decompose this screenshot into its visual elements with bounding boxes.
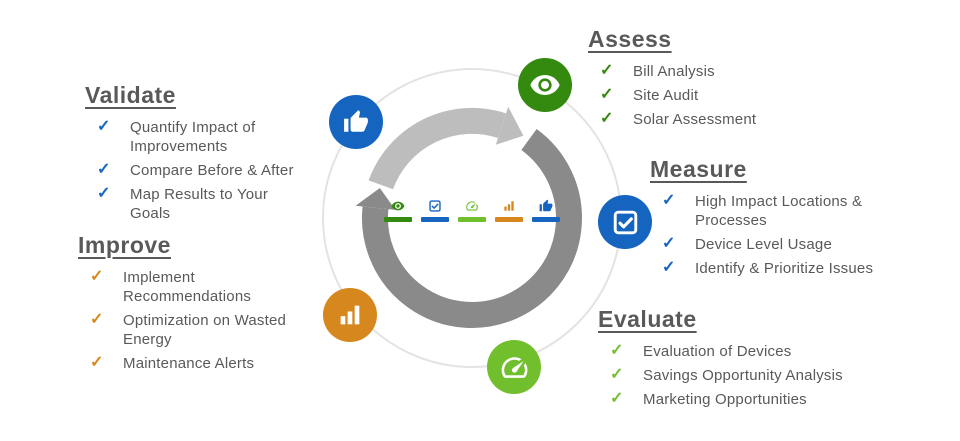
list-item: ✓ High Impact Locations & Processes bbox=[662, 192, 922, 230]
validate-title: Validate bbox=[85, 82, 176, 108]
cycle-legend bbox=[378, 199, 566, 222]
bar-chart-icon bbox=[336, 301, 364, 329]
gauge-icon bbox=[465, 199, 479, 213]
list-item: ✓ Device Level Usage bbox=[662, 235, 922, 254]
check-icon: ✓ bbox=[600, 110, 614, 128]
list-item: ✓ Quantify Impact of Improvements bbox=[97, 118, 320, 156]
legend-item-evaluate bbox=[458, 199, 486, 222]
checkbox-icon bbox=[428, 199, 442, 213]
list-item: ✓ Savings Opportunity Analysis bbox=[610, 366, 898, 385]
section-measure: Measure ✓ High Impact Locations & Proces… bbox=[650, 156, 922, 278]
item-text: Site Audit bbox=[633, 87, 699, 105]
list-item: ✓ Compare Before & After bbox=[97, 161, 320, 180]
item-text: Map Results to Your Goals bbox=[130, 186, 269, 223]
legend-item-improve bbox=[495, 199, 523, 222]
thumbs-up-icon bbox=[539, 199, 553, 213]
list-item: ✓ Evaluation of Devices bbox=[610, 342, 898, 361]
item-text: Implement Recommendations bbox=[123, 269, 252, 306]
list-item: ✓ Solar Assessment bbox=[600, 110, 828, 129]
check-icon: ✓ bbox=[662, 192, 676, 209]
validate-color-bar bbox=[532, 217, 560, 222]
assess-items: ✓ Bill Analysis ✓ Site Audit ✓ Solar Ass… bbox=[588, 62, 828, 129]
ring-dark-arc bbox=[361, 129, 582, 328]
list-item: ✓ Site Audit bbox=[600, 86, 828, 105]
item-text: Bill Analysis bbox=[633, 63, 715, 80]
validate-badge bbox=[329, 95, 383, 149]
check-icon: ✓ bbox=[610, 366, 624, 384]
check-icon: ✓ bbox=[90, 311, 104, 329]
assess-badge bbox=[518, 58, 572, 112]
check-icon: ✓ bbox=[662, 235, 676, 253]
measure-title: Measure bbox=[650, 156, 747, 182]
list-item: ✓ Map Results to Your Goals bbox=[97, 185, 320, 223]
check-icon: ✓ bbox=[90, 354, 104, 372]
check-icon: ✓ bbox=[600, 86, 614, 104]
check-icon: ✓ bbox=[97, 161, 111, 179]
item-text: Compare Before & After bbox=[130, 162, 294, 180]
check-icon: ✓ bbox=[97, 118, 111, 135]
dark-arrowhead bbox=[355, 188, 396, 210]
section-evaluate: Evaluate ✓ Evaluation of Devices ✓ Savin… bbox=[598, 306, 898, 409]
item-text: Optimization on Wasted Energy bbox=[123, 312, 287, 349]
item-text: Evaluation of Devices bbox=[643, 343, 792, 360]
legend-item-validate bbox=[532, 199, 560, 222]
bar-chart-icon bbox=[502, 199, 516, 213]
check-icon: ✓ bbox=[97, 185, 111, 203]
improve-badge bbox=[323, 288, 377, 342]
legend-item-assess bbox=[384, 199, 412, 222]
evaluate-color-bar bbox=[458, 217, 486, 222]
list-item: ✓ Maintenance Alerts bbox=[90, 354, 310, 373]
ring-light-arc bbox=[368, 107, 507, 190]
check-icon: ✓ bbox=[90, 268, 104, 285]
item-text: Marketing Opportunities bbox=[643, 391, 807, 409]
check-icon: ✓ bbox=[662, 259, 676, 277]
cycle-ring bbox=[322, 68, 622, 368]
evaluate-items: ✓ Evaluation of Devices ✓ Savings Opport… bbox=[598, 342, 898, 409]
item-text: Maintenance Alerts bbox=[123, 355, 255, 373]
check-icon: ✓ bbox=[610, 342, 624, 359]
measure-badge bbox=[598, 195, 652, 249]
eye-icon bbox=[391, 199, 405, 213]
list-item: ✓ Identify & Prioritize Issues bbox=[662, 259, 922, 278]
list-item: ✓ Implement Recommendations bbox=[90, 268, 310, 306]
measure-color-bar bbox=[421, 217, 449, 222]
light-arrowhead bbox=[495, 106, 524, 145]
gauge-icon bbox=[499, 352, 530, 383]
item-text: Savings Opportunity Analysis bbox=[643, 367, 843, 385]
evaluate-title: Evaluate bbox=[598, 306, 697, 332]
improve-title: Improve bbox=[78, 232, 171, 258]
item-text: Identify & Prioritize Issues bbox=[695, 260, 874, 278]
list-item: ✓ Optimization on Wasted Energy bbox=[90, 311, 310, 349]
evaluate-badge bbox=[487, 340, 541, 394]
legend-item-measure bbox=[421, 199, 449, 222]
check-icon: ✓ bbox=[600, 62, 614, 79]
measure-items: ✓ High Impact Locations & Processes ✓ De… bbox=[650, 192, 922, 278]
improve-items: ✓ Implement Recommendations ✓ Optimizati… bbox=[78, 268, 310, 373]
validate-items: ✓ Quantify Impact of Improvements ✓ Comp… bbox=[85, 118, 320, 223]
item-text: Solar Assessment bbox=[633, 111, 757, 129]
section-assess: Assess ✓ Bill Analysis ✓ Site Audit ✓ So… bbox=[588, 26, 828, 129]
assess-color-bar bbox=[384, 217, 412, 222]
item-text: High Impact Locations & Processes bbox=[695, 193, 863, 230]
checkbox-icon bbox=[611, 208, 640, 237]
check-icon: ✓ bbox=[610, 390, 624, 408]
item-text: Device Level Usage bbox=[695, 236, 833, 254]
improve-color-bar bbox=[495, 217, 523, 222]
item-text: Quantify Impact of Improvements bbox=[130, 119, 256, 156]
section-improve: Improve ✓ Implement Recommendations ✓ Op… bbox=[78, 232, 310, 373]
assess-title: Assess bbox=[588, 26, 672, 52]
eye-icon bbox=[529, 69, 561, 101]
section-validate: Validate ✓ Quantify Impact of Improvemen… bbox=[85, 82, 320, 223]
list-item: ✓ Bill Analysis bbox=[600, 62, 828, 81]
thumbs-up-icon bbox=[343, 109, 369, 135]
list-item: ✓ Marketing Opportunities bbox=[610, 390, 898, 409]
